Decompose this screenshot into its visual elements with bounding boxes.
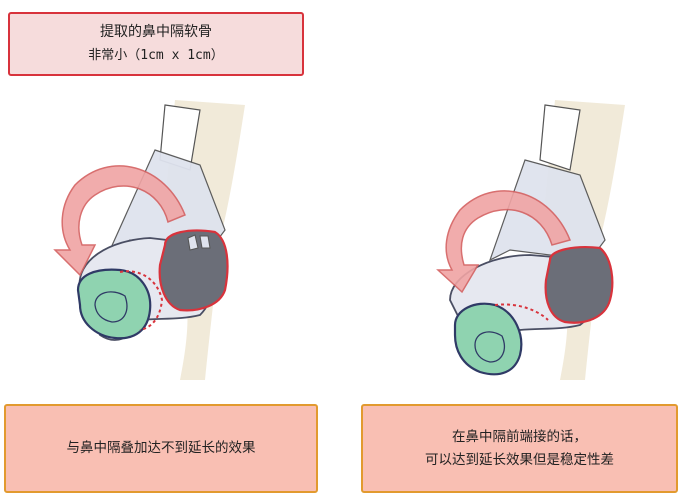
right-septum-piece	[544, 246, 614, 324]
left-caption-text: 与鼻中隔叠加达不到延长的效果	[66, 440, 256, 456]
curved-arrow-icon	[436, 190, 572, 294]
right-dotted-outline	[494, 303, 549, 321]
right-graft-inner	[474, 331, 505, 363]
left-nose-illustration	[53, 100, 245, 380]
right-caption-line-1: 在鼻中隔前端接的话，	[452, 428, 587, 445]
left-dotted-outline	[119, 270, 164, 331]
left-caption-box: 与鼻中隔叠加达不到延长的效果	[4, 404, 318, 493]
left-graft-inner	[94, 291, 128, 323]
right-nasal-bone	[539, 104, 581, 171]
title-box: 提取的鼻中隔软骨 非常小（1cm x 1cm）	[8, 12, 304, 76]
left-green-graft	[76, 268, 152, 340]
right-green-graft	[453, 302, 523, 376]
title-line-1: 提取的鼻中隔软骨	[100, 24, 212, 40]
right-caption-box: 在鼻中隔前端接的话， 可以达到延长效果但是稳定性差	[361, 404, 678, 493]
right-caption-line-2: 可以达到延长效果但是稳定性差	[425, 451, 614, 468]
right-nose-illustration	[436, 100, 625, 380]
left-septum-piece	[158, 229, 229, 312]
left-cartilage-tips	[187, 234, 211, 251]
title-line-2: 非常小（1cm x 1cm）	[88, 48, 224, 63]
curved-arrow-icon	[53, 165, 186, 277]
